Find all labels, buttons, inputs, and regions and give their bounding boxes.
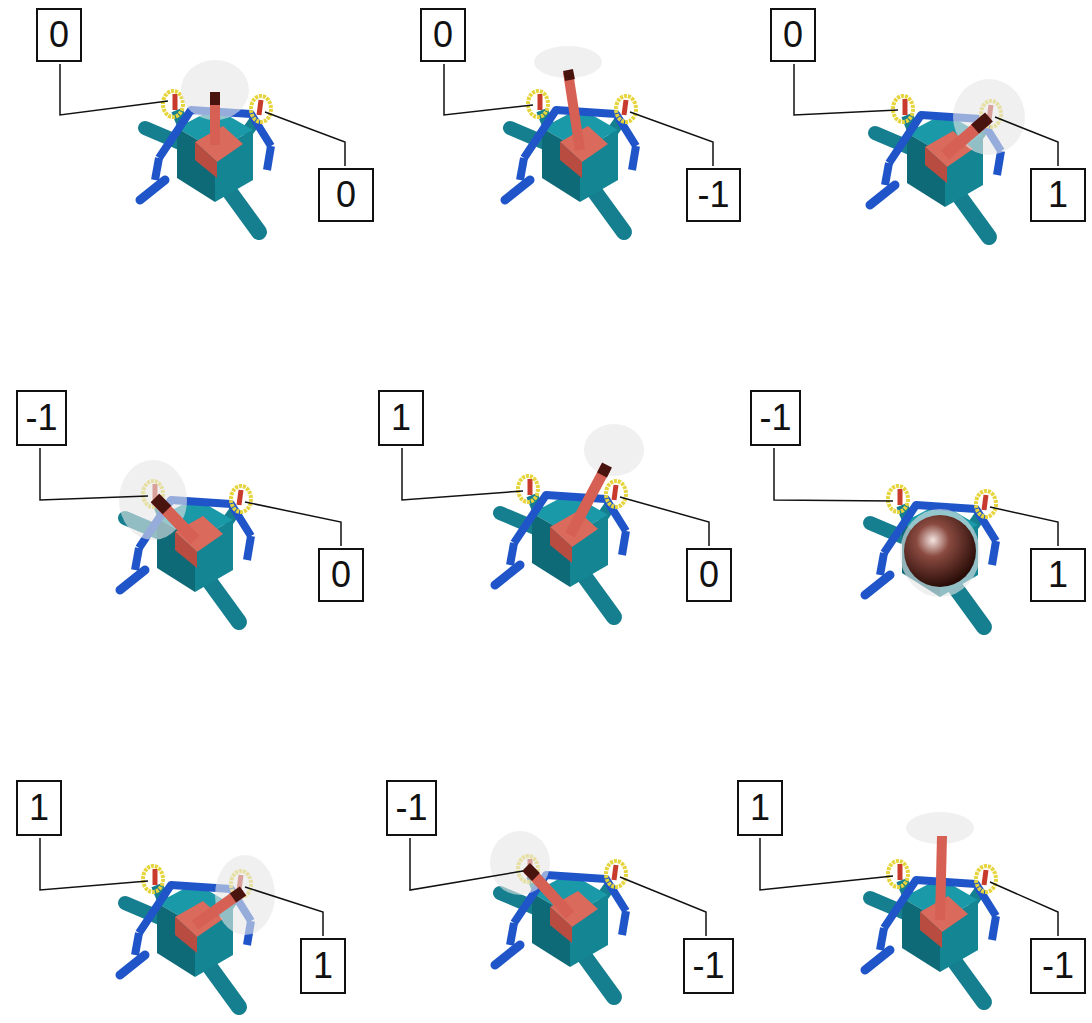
callout-number: 0 xyxy=(783,17,803,53)
callout-box: 1 xyxy=(300,938,346,994)
callout-box: -1 xyxy=(686,168,741,222)
callout-number: 0 xyxy=(699,557,719,593)
callout-box: 1 xyxy=(1030,548,1086,602)
callout-number: 0 xyxy=(49,17,69,53)
callout-box: 0 xyxy=(318,548,364,602)
callout-box: 1 xyxy=(378,390,424,446)
callout-number: 0 xyxy=(336,177,356,213)
callout-number: -1 xyxy=(692,948,724,984)
callout-box: -1 xyxy=(683,938,734,994)
callout-number: 1 xyxy=(1048,557,1068,593)
leader-lines xyxy=(40,64,1058,936)
callout-number: 1 xyxy=(1048,177,1068,213)
callout-number: 1 xyxy=(391,400,411,436)
callout-number: 0 xyxy=(433,17,453,53)
callout-number: 0 xyxy=(331,557,351,593)
callout-box: 1 xyxy=(16,780,62,836)
callout-number: -1 xyxy=(697,177,729,213)
callout-number: 1 xyxy=(29,790,49,826)
callout-number: -1 xyxy=(759,400,791,436)
callout-number: -1 xyxy=(395,790,427,826)
callout-number: -1 xyxy=(1042,948,1074,984)
callout-number: 1 xyxy=(750,790,770,826)
callout-box: -1 xyxy=(750,390,801,446)
callout-number: 1 xyxy=(313,948,333,984)
callout-box: 0 xyxy=(770,8,816,62)
callout-box: -1 xyxy=(16,390,67,446)
callout-number: -1 xyxy=(25,400,57,436)
callout-box: 0 xyxy=(318,168,374,222)
callout-box: 0 xyxy=(420,8,466,62)
callout-box: 1 xyxy=(1030,168,1086,222)
callout-box: 1 xyxy=(737,780,783,836)
callout-box: -1 xyxy=(1030,938,1086,994)
callout-box: 0 xyxy=(36,8,82,62)
callout-box: -1 xyxy=(386,780,437,836)
callout-box: 0 xyxy=(686,548,732,602)
